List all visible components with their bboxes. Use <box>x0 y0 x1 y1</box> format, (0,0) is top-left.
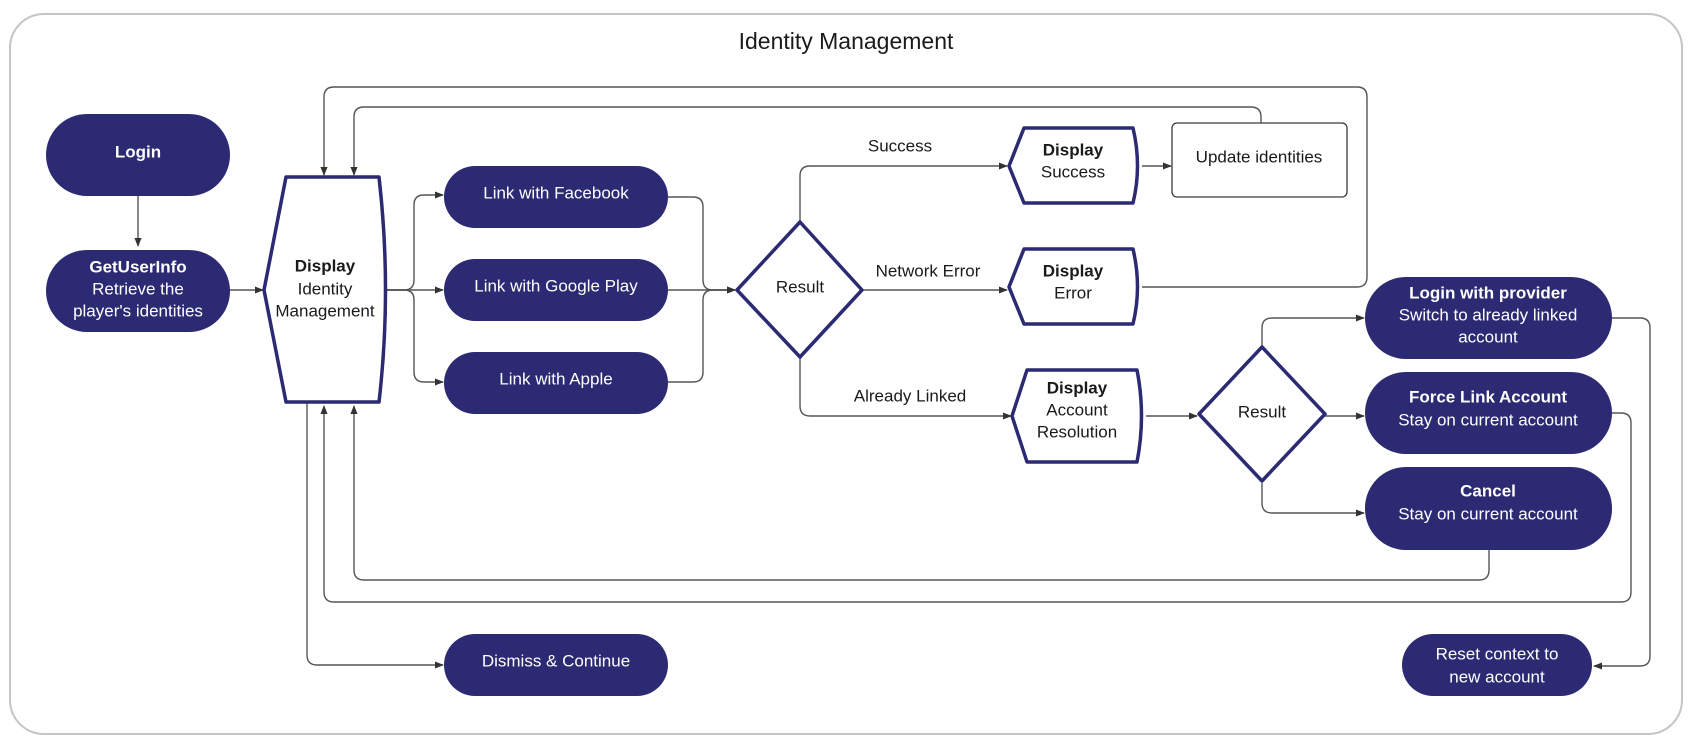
node-result-2: Result <box>1197 345 1327 483</box>
edge-link-apple-to-result <box>668 286 736 383</box>
node-link-apple-shape <box>444 352 668 414</box>
node-display-error-line1: Error <box>1054 283 1092 302</box>
node-link-facebook-shape <box>444 166 668 228</box>
node-login-title: Login <box>115 142 161 161</box>
node-display-identity-title: Display <box>295 256 356 275</box>
node-getuserinfo-line1: Retrieve the <box>92 279 184 298</box>
node-login-provider-shape <box>1365 277 1612 359</box>
node-getuserinfo-shape <box>46 250 230 332</box>
node-display-success-shape <box>1007 126 1140 205</box>
node-link-apple-title: Link with Apple <box>499 369 612 388</box>
node-display-identity-shape <box>262 175 388 404</box>
node-display-error-title: Display <box>1043 261 1104 280</box>
diagram-title: Identity Management <box>739 28 954 54</box>
node-dismiss-title: Dismiss & Continue <box>482 651 630 670</box>
node-reset-context-shape <box>1402 634 1592 696</box>
node-reset-context-line1: Reset context to <box>1436 644 1559 663</box>
node-update-identities-title: Update identities <box>1196 147 1323 166</box>
node-display-identity-line1: Identity <box>298 279 353 298</box>
edge-display-identity-to-link-apple <box>386 289 444 386</box>
node-cancel-title: Cancel <box>1460 481 1516 500</box>
node-dismiss-continue: Dismiss & Continue <box>444 634 668 696</box>
node-link-google-play: Link with Google Play <box>444 259 668 321</box>
node-link-apple: Link with Apple <box>444 352 668 414</box>
node-link-facebook: Link with Facebook <box>444 166 668 228</box>
edge-display-identity-to-dismiss <box>306 402 444 669</box>
node-login-shape <box>46 114 230 196</box>
node-result-1-shape <box>735 220 864 359</box>
node-display-resolution-title: Display <box>1047 378 1108 397</box>
node-display-error: Display Error <box>1007 247 1140 326</box>
edge-label-already-linked: Already Linked <box>854 386 966 405</box>
node-force-link-account: Force Link Account Stay on current accou… <box>1365 372 1612 454</box>
edge-cancel-to-display-identity <box>350 405 1490 581</box>
node-login: Login <box>46 114 230 196</box>
node-display-success: Display Success <box>1007 126 1140 205</box>
edge-force-link-to-display-identity <box>320 405 1632 603</box>
node-login-provider-line2: account <box>1458 327 1518 346</box>
edge-error-to-display-identity <box>320 86 1368 288</box>
edge-result-to-display-success <box>799 162 1008 222</box>
edge-login-provider-to-reset <box>1593 317 1651 670</box>
node-dismiss-shape <box>444 634 668 696</box>
node-result-2-shape <box>1197 345 1327 483</box>
node-login-with-provider: Login with provider Switch to already li… <box>1365 277 1612 359</box>
node-reset-context-line2: new account <box>1449 667 1545 686</box>
node-getuserinfo: GetUserInfo Retrieve the player's identi… <box>46 250 230 332</box>
node-getuserinfo-title: GetUserInfo <box>89 257 186 276</box>
edge-result-to-cancel <box>1261 483 1365 517</box>
node-update-identities-shape <box>1171 122 1348 198</box>
node-display-resolution-shape <box>1010 368 1144 464</box>
node-display-resolution-line1: Account <box>1046 400 1108 419</box>
connectors <box>134 86 1651 670</box>
node-display-account-resolution: Display Account Resolution <box>1010 368 1144 464</box>
node-result-1: Result <box>735 220 864 359</box>
node-display-identity-management: Display Identity Management <box>262 175 388 404</box>
node-force-link-shape <box>1365 372 1612 454</box>
node-reset-context: Reset context to new account <box>1402 634 1592 696</box>
edge-result-to-display-resolution <box>799 357 1012 420</box>
node-link-facebook-title: Link with Facebook <box>483 183 629 202</box>
node-result-2-title: Result <box>1238 402 1286 421</box>
node-result-1-title: Result <box>776 277 824 296</box>
node-force-link-title: Force Link Account <box>1409 387 1567 406</box>
node-display-success-line1: Success <box>1041 162 1105 181</box>
edge-result-to-login-provider <box>1261 314 1365 347</box>
node-login-provider-title: Login with provider <box>1409 283 1567 302</box>
node-link-google-shape <box>444 259 668 321</box>
node-cancel-line1: Stay on current account <box>1398 504 1578 523</box>
node-force-link-line1: Stay on current account <box>1398 410 1578 429</box>
node-getuserinfo-line2: player's identities <box>73 301 203 320</box>
node-display-identity-line2: Management <box>275 301 375 320</box>
node-display-success-title: Display <box>1043 140 1104 159</box>
node-cancel: Cancel Stay on current account <box>1365 467 1612 550</box>
node-login-provider-line1: Switch to already linked <box>1399 305 1578 324</box>
edge-label-network-error: Network Error <box>876 261 981 280</box>
edge-label-success: Success <box>868 136 932 155</box>
edge-update-to-display-identity <box>350 106 1262 176</box>
node-update-identities: Update identities <box>1171 122 1348 198</box>
node-cancel-shape <box>1365 467 1612 550</box>
node-link-google-title: Link with Google Play <box>474 276 638 295</box>
node-display-resolution-line2: Resolution <box>1037 422 1117 441</box>
node-display-error-shape <box>1007 247 1140 326</box>
